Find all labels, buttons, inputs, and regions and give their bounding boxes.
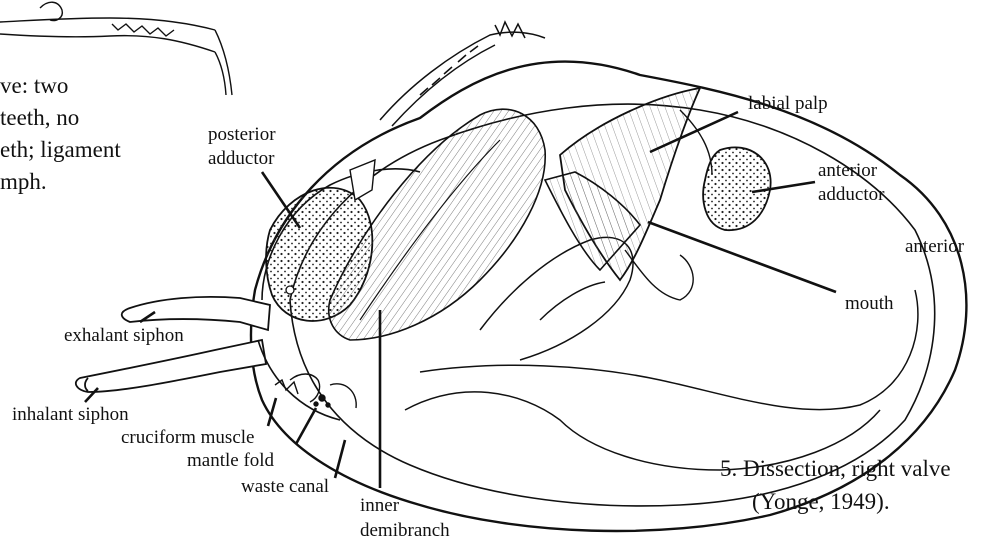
anterior-adductor-muscle xyxy=(680,110,771,230)
label-waste-canal: waste canal xyxy=(241,476,329,498)
label-mantle-fold: mantle fold xyxy=(187,450,274,472)
hinge-ridge xyxy=(380,22,545,126)
label-inhalant-siphon: inhalant siphon xyxy=(12,404,129,426)
partial-text-line-4: mph. xyxy=(0,168,47,195)
label-cruciform-muscle: cruciform muscle xyxy=(121,427,254,449)
label-exhalant-siphon: exhalant siphon xyxy=(64,325,184,347)
label-anterior-adductor-1: anterior xyxy=(818,160,877,182)
label-anterior: anterior xyxy=(905,236,964,258)
label-inner-demibranch-2: demibranch xyxy=(360,520,450,542)
labial-palps xyxy=(545,88,700,300)
caption-line-2: (Yonge, 1949). xyxy=(752,488,890,515)
label-labial-palp: labial palp xyxy=(748,93,828,115)
partial-text-line-3: eth; ligament xyxy=(0,136,121,163)
leader-mouth xyxy=(648,222,836,292)
partial-text-line-1: ve: two xyxy=(0,72,68,99)
label-mouth: mouth xyxy=(845,293,894,315)
label-anterior-adductor-2: adductor xyxy=(818,184,884,206)
leader-mantle-fold xyxy=(296,408,316,444)
label-inner-demibranch-1: inner xyxy=(360,495,399,517)
label-posterior-adductor-2: adductor xyxy=(208,148,274,170)
label-posterior-adductor-1: posterior xyxy=(208,124,276,146)
partial-text-line-2: teeth, no xyxy=(0,104,79,131)
caption-line-1: 5. Dissection, right valve xyxy=(720,455,951,482)
